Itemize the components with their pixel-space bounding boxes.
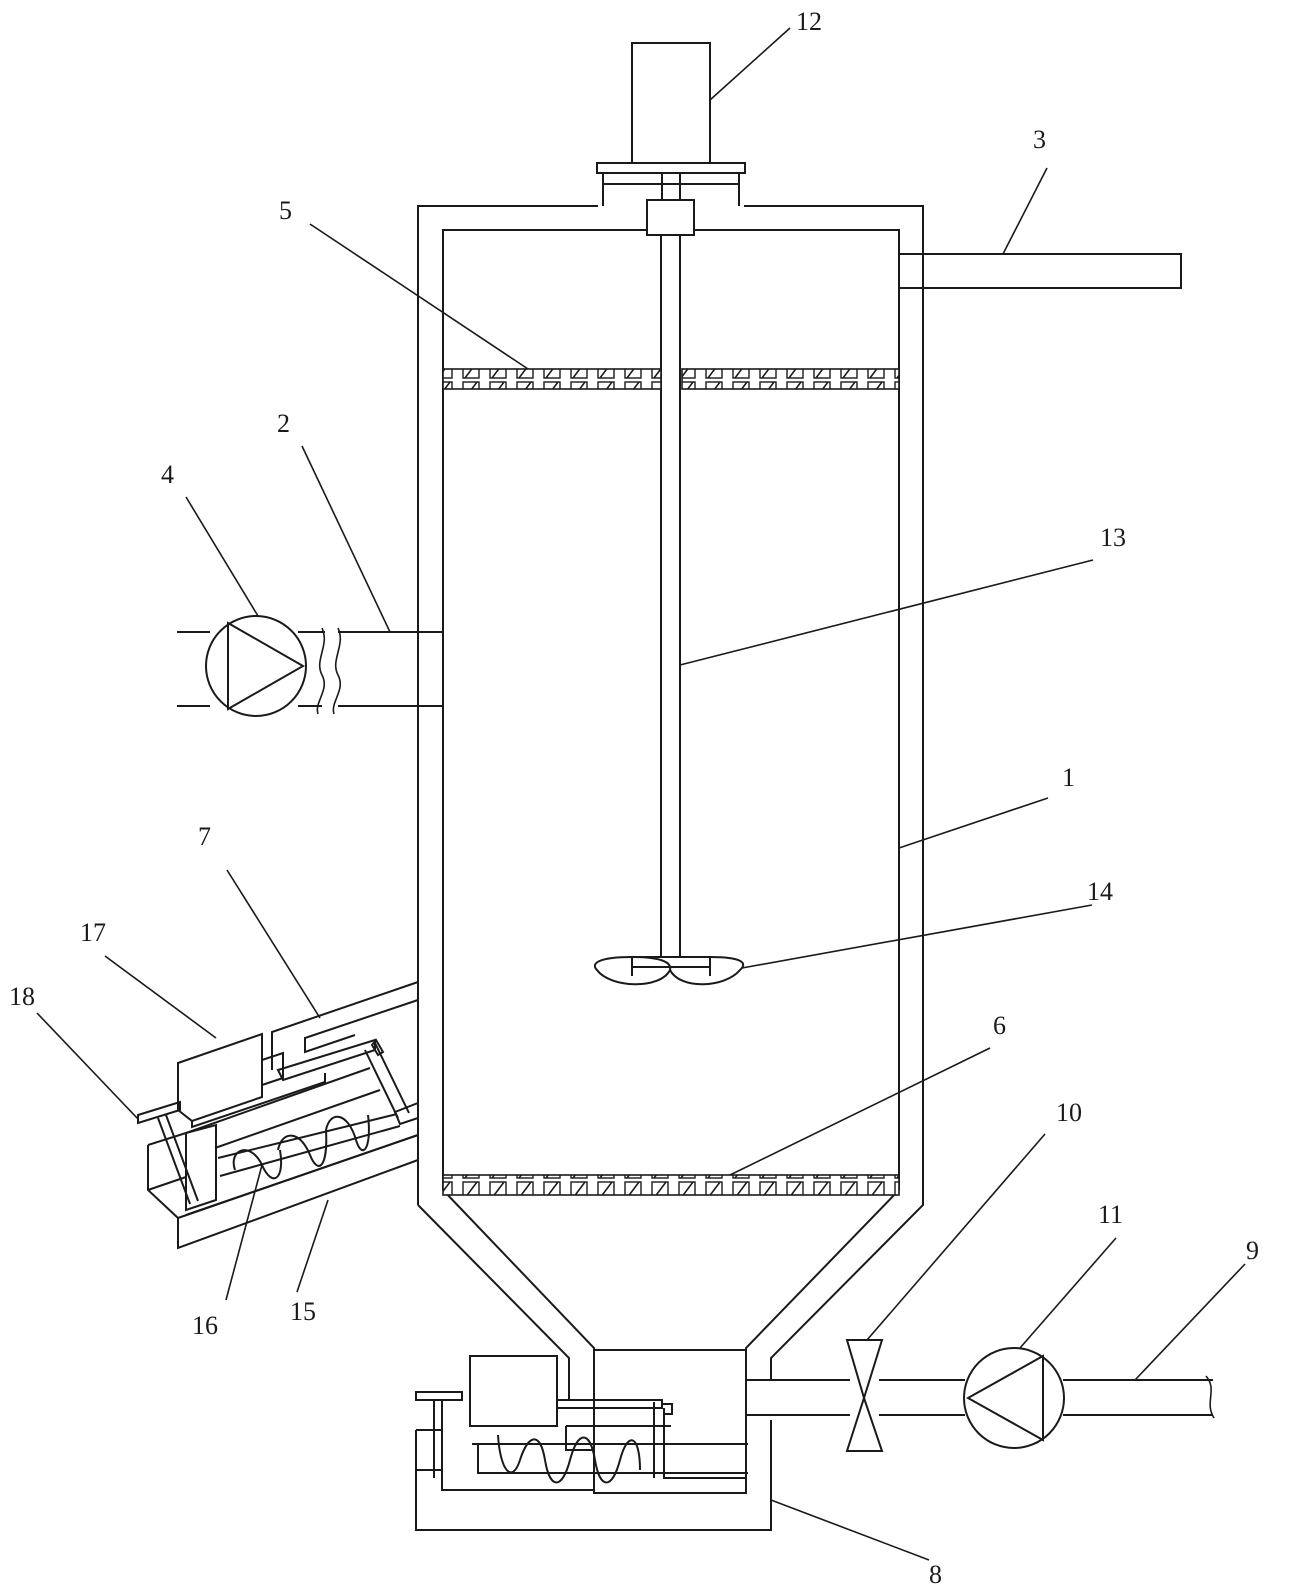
label-17: 17 bbox=[80, 918, 106, 947]
label-6: 6 bbox=[993, 1011, 1006, 1040]
label-15: 15 bbox=[290, 1297, 316, 1326]
discharge-pipe-9 bbox=[746, 1375, 1215, 1419]
label-13: 13 bbox=[1100, 523, 1126, 552]
label-11: 11 bbox=[1098, 1200, 1123, 1229]
outlet-pipe-3 bbox=[899, 253, 1182, 289]
valve-10 bbox=[845, 1339, 884, 1452]
labels: 12 3 5 2 4 13 1 7 14 17 18 6 10 11 9 15 … bbox=[9, 7, 1259, 1589]
stirring-shaft-13 bbox=[660, 234, 681, 961]
label-10: 10 bbox=[1056, 1098, 1082, 1127]
pump-11 bbox=[963, 1347, 1065, 1449]
label-3: 3 bbox=[1033, 125, 1046, 154]
label-4: 4 bbox=[161, 460, 174, 489]
label-5: 5 bbox=[279, 196, 292, 225]
label-18: 18 bbox=[9, 982, 35, 1011]
feeder-motor-17 bbox=[177, 1032, 326, 1129]
vessel-body bbox=[417, 205, 924, 1375]
handle-18 bbox=[137, 1100, 199, 1205]
screw-16 bbox=[232, 1114, 370, 1180]
leader-lines bbox=[36, 27, 1246, 1561]
label-9: 9 bbox=[1246, 1236, 1259, 1265]
lower-screen-6 bbox=[442, 1174, 900, 1196]
label-7: 7 bbox=[198, 822, 211, 851]
label-1: 1 bbox=[1062, 763, 1075, 792]
label-2: 2 bbox=[277, 409, 290, 438]
motor-12 bbox=[596, 42, 746, 236]
label-12: 12 bbox=[796, 7, 822, 36]
feeder-frame bbox=[185, 1038, 419, 1212]
label-14: 14 bbox=[1087, 877, 1113, 906]
pump-4 bbox=[205, 615, 307, 717]
inlet-pipe-2 bbox=[177, 627, 444, 715]
discharge-box-8 bbox=[415, 1349, 772, 1531]
label-16: 16 bbox=[192, 1311, 218, 1340]
upper-screen-5 bbox=[442, 368, 900, 390]
label-8: 8 bbox=[929, 1560, 942, 1589]
impeller-14 bbox=[594, 955, 745, 986]
